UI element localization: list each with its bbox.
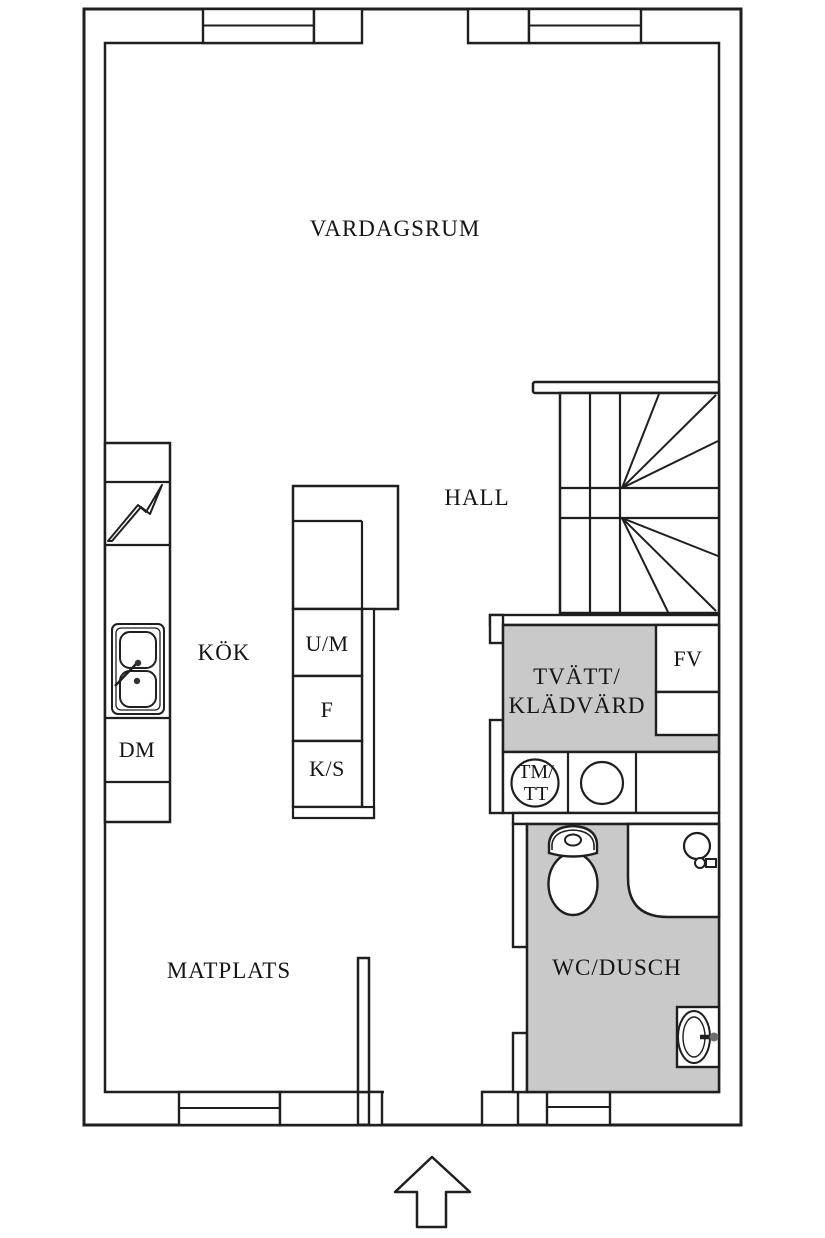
kitchen-sink-icon [111, 623, 165, 715]
stair-winder-line [621, 394, 717, 489]
entrance-arrow-icon [393, 1155, 472, 1229]
laundry-door-stub-top [488, 613, 505, 645]
label-tvatt-line1: TVÄTT/ [533, 664, 621, 689]
wall-gap-entrance [384, 1088, 481, 1096]
toilet-icon [547, 824, 599, 917]
closet-fv [654, 623, 721, 694]
stair-winder-line [621, 393, 660, 489]
wall-pier-top-left [312, 7, 364, 45]
stove-icon [107, 484, 163, 542]
sink-faucet-dot [134, 659, 142, 667]
kitchen-counter [103, 441, 172, 824]
label-um: U/M [305, 631, 348, 656]
stair-winder-line [621, 517, 717, 612]
label-kok: KÖK [198, 640, 251, 665]
toilet-tank-inner-line [551, 829, 595, 850]
washbasin-tap-knob [709, 1032, 719, 1042]
sink-faucet [114, 662, 138, 687]
kitchen-sink-rim [115, 627, 161, 711]
laundry-top-wall [488, 613, 721, 627]
label-tm: TM/ [518, 761, 554, 783]
laundry-wc-wall [511, 811, 721, 826]
dining-partition-foot [367, 1090, 384, 1127]
stair-winder-line [621, 517, 719, 557]
toilet-flush-button [564, 833, 582, 847]
window-bottom-center [545, 1090, 612, 1127]
sink-bowl-bottom [119, 670, 157, 708]
wc-door-stub-bottom [511, 1031, 529, 1094]
shower-head-icon [682, 831, 712, 861]
label-matplats: MATPLATS [167, 958, 291, 983]
island-side-strip [360, 607, 376, 820]
laundry-door-stub-bottom [488, 718, 505, 815]
unit-f [291, 674, 364, 743]
hall-wall-stub [531, 380, 721, 395]
label-hall: HALL [444, 485, 509, 510]
wall-gap-top [363, 39, 467, 47]
closet-below-fv [654, 690, 721, 737]
stair-winder-line [621, 517, 669, 613]
sink-drain-dot [133, 677, 141, 685]
washer-icon [510, 758, 560, 808]
island-top-counter [291, 484, 400, 611]
label-fv: FV [673, 646, 702, 671]
wall-pier-top-right [466, 7, 531, 45]
kitchen-island [291, 484, 400, 820]
stairs-outline [558, 391, 721, 615]
stairs-icon [558, 391, 721, 615]
label-tt: TT [524, 783, 548, 805]
shower-valve-icon [705, 858, 717, 868]
label-tvatt-line2: KLÄDVÄRD [508, 693, 645, 718]
washbasin-icon [675, 1005, 721, 1069]
unit-ks [291, 739, 364, 809]
island-bottom-cap [291, 805, 376, 820]
wall-pier-bottom [278, 1090, 360, 1127]
label-vardagsrum: VARDAGSRUM [310, 216, 481, 241]
wc-door-stub-top [511, 822, 529, 949]
dryer-icon [579, 760, 625, 806]
unit-um [291, 607, 364, 678]
label-f: F [321, 697, 334, 722]
toilet-bowl [547, 851, 599, 917]
stair-winder-line [621, 440, 719, 489]
shower-mixer-icon [694, 857, 706, 869]
dining-partition-wall [356, 956, 371, 1094]
wall-pier-entrance-right [480, 1090, 520, 1127]
label-ks: K/S [309, 756, 345, 781]
label-wc-dusch: WC/DUSCH [552, 955, 681, 980]
sink-bowl-top [119, 631, 157, 669]
label-dm: DM [119, 737, 155, 762]
